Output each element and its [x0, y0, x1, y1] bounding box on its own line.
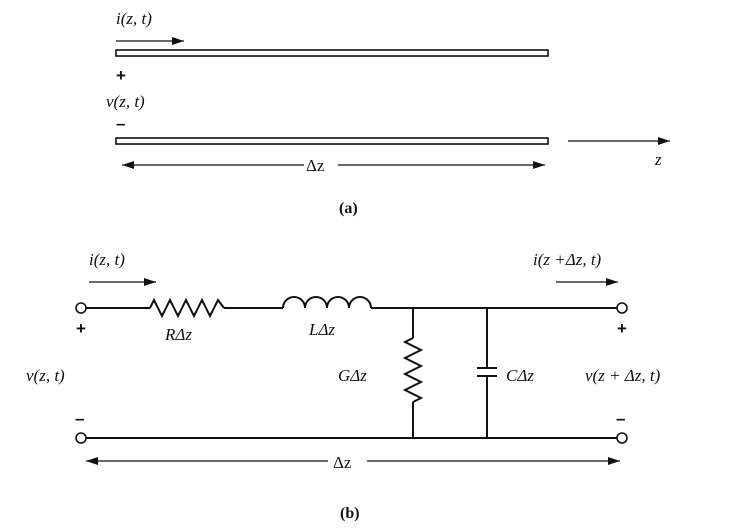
terminal-bottom-left: [75, 432, 87, 444]
plus-sign-left: +: [76, 319, 86, 338]
inductor-symbol: [282, 296, 372, 309]
caption-b: (b): [340, 505, 360, 522]
conductance-symbol: [402, 337, 424, 403]
terminal-top-right: [616, 302, 628, 314]
plus-sign-right: +: [617, 319, 627, 338]
terminal-bottom-right: [616, 432, 628, 444]
length-label-b: Δz: [333, 453, 352, 472]
minus-sign-a: –: [116, 114, 125, 133]
conductance-label: GΔz: [338, 366, 367, 385]
caption-a: (a): [339, 200, 358, 217]
voltage-in-label: v(z, t): [26, 366, 65, 385]
part-a: i(z, t) + v(z, t) – Δz z (a): [106, 9, 670, 217]
terminal-top-left: [75, 302, 87, 314]
lower-conductor: [115, 137, 549, 145]
plus-sign-a: +: [116, 66, 126, 85]
current-label-a: i(z, t): [116, 9, 152, 28]
resistor-label: RΔz: [164, 325, 192, 344]
voltage-out-label: v(z + Δz, t): [585, 366, 661, 385]
part-b: i(z, t) i(z +Δz, t) RΔz LΔz GΔz CΔz: [26, 250, 661, 522]
upper-conductor: [115, 49, 549, 57]
capacitor-label: CΔz: [506, 366, 534, 385]
resistor-symbol: [149, 297, 225, 319]
voltage-label-a: v(z, t): [106, 92, 145, 111]
inductor-label: LΔz: [308, 320, 335, 339]
current-in-label: i(z, t): [89, 250, 125, 269]
minus-sign-right: –: [616, 409, 625, 428]
z-axis-label: z: [654, 150, 662, 169]
length-label-a: Δz: [306, 156, 325, 175]
minus-sign-left: –: [75, 409, 84, 428]
current-out-label: i(z +Δz, t): [533, 250, 602, 269]
